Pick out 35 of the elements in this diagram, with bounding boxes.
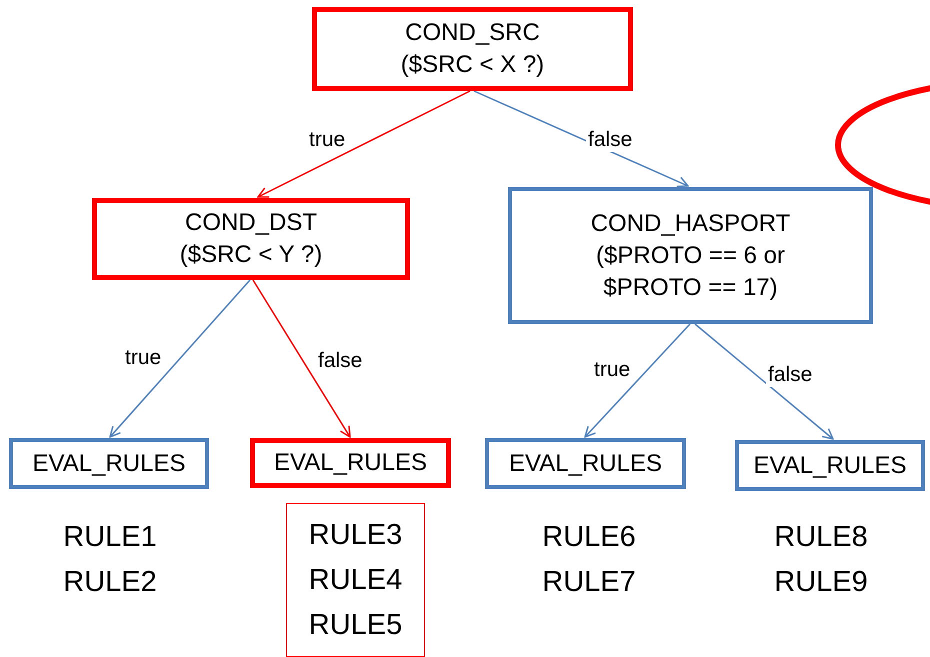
node-text: COND_HASPORT bbox=[590, 208, 792, 238]
rule-name: RULE9 bbox=[774, 565, 868, 600]
rule-name: RULE5 bbox=[308, 608, 402, 642]
node-text: COND_SRC bbox=[405, 18, 540, 48]
condition-box bbox=[92, 198, 410, 280]
node-text: EVAL_RULES bbox=[509, 448, 662, 478]
rule-name: RULE7 bbox=[542, 565, 636, 600]
arrow bbox=[252, 280, 351, 438]
node-text: ($PROTO == 6 or $PROTO == 17) bbox=[595, 240, 786, 302]
rule-name: RULE1 bbox=[63, 520, 157, 555]
node-text: EVAL_RULES bbox=[754, 450, 906, 480]
node-text: EVAL_RULES bbox=[274, 448, 427, 478]
arrow bbox=[109, 280, 251, 438]
arrow bbox=[257, 90, 470, 198]
node-text: EVAL_RULES bbox=[32, 448, 186, 478]
arrow bbox=[584, 323, 691, 438]
node-text: ($SRC < X ?) bbox=[400, 50, 544, 80]
rule-name: RULE4 bbox=[308, 562, 402, 598]
rule-list-box bbox=[286, 503, 425, 657]
eval-box bbox=[735, 440, 925, 491]
condition-box bbox=[508, 187, 873, 324]
rule-name: RULE2 bbox=[63, 565, 157, 600]
rule-name: RULE3 bbox=[308, 518, 402, 552]
rule-name: RULE6 bbox=[542, 520, 636, 555]
edge-label: false bbox=[766, 363, 814, 387]
arrow bbox=[474, 90, 689, 188]
edge-label: false bbox=[586, 128, 634, 152]
condition-box bbox=[312, 7, 633, 91]
node-text: ($SRC < Y ?) bbox=[180, 240, 322, 270]
node-text: COND_DST bbox=[184, 208, 317, 238]
eval-box bbox=[9, 438, 209, 489]
eval-box bbox=[485, 438, 686, 489]
eval-box bbox=[250, 438, 451, 488]
rule-name: RULE8 bbox=[774, 520, 868, 555]
arrow bbox=[694, 323, 834, 440]
